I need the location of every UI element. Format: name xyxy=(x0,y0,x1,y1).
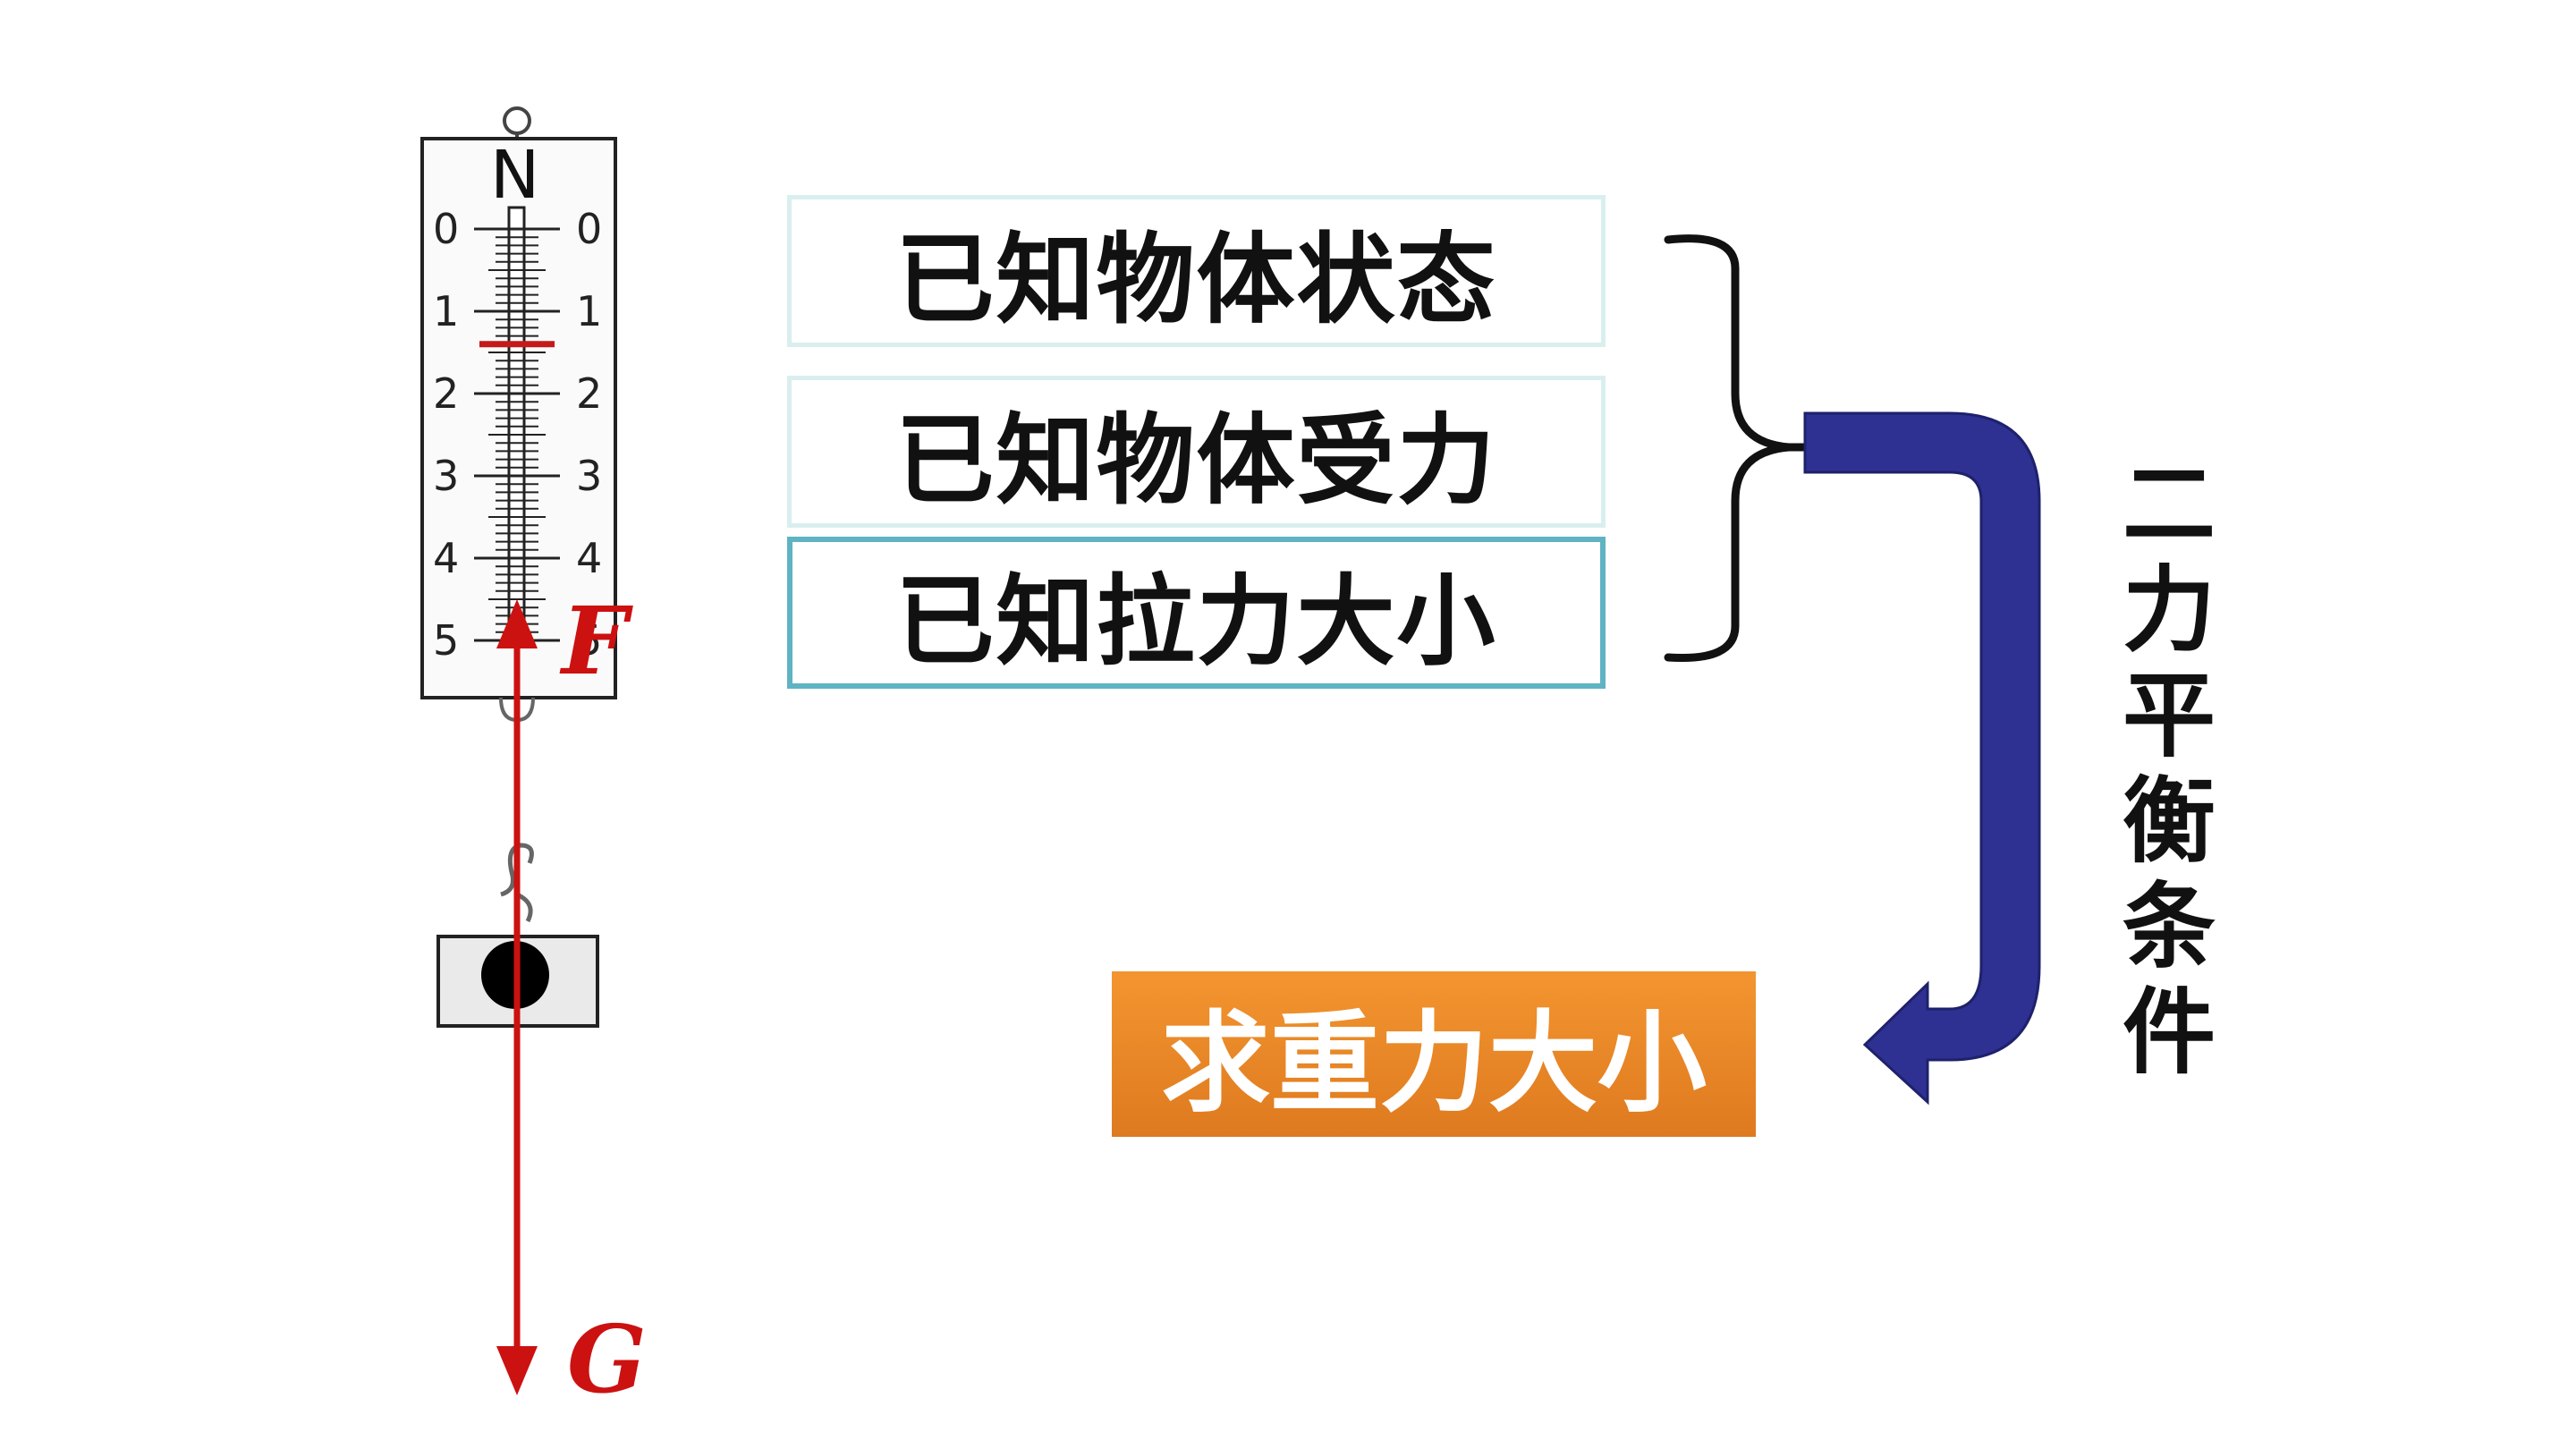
condition-char: 件 xyxy=(2122,978,2216,1087)
force-G-arrowhead xyxy=(496,1346,538,1395)
find-weight-box: 求重力大小 xyxy=(1112,971,1756,1137)
condition-char: 力 xyxy=(2122,555,2216,665)
right-scale-number: 4 xyxy=(576,534,603,582)
condition-char: 衡 xyxy=(2122,767,2216,876)
known-forces-box: 已知物体受力 xyxy=(787,376,1606,528)
right-scale-number: 2 xyxy=(576,369,603,418)
force-G-label: G xyxy=(567,1304,647,1414)
left-scale-number: 1 xyxy=(433,287,460,335)
grouping-brace xyxy=(1664,234,1790,663)
right-scale-number: 1 xyxy=(576,287,603,335)
condition-char: 平 xyxy=(2122,661,2216,770)
right-scale-number: 5 xyxy=(576,616,603,665)
force-F-arrowhead xyxy=(496,599,538,648)
force-F-label: F xyxy=(562,586,628,696)
hanging-ring xyxy=(503,106,531,135)
left-scale-number: 5 xyxy=(433,616,460,665)
known-tension-box: 已知拉力大小 xyxy=(787,537,1606,689)
left-scale-number: 0 xyxy=(433,205,460,253)
unit-label: N xyxy=(490,137,540,214)
left-scale-number: 4 xyxy=(433,534,460,582)
condition-char: 二 xyxy=(2122,450,2216,559)
known-state-box: 已知物体状态 xyxy=(787,195,1606,347)
left-scale-number: 3 xyxy=(433,452,460,500)
two-force-balance-label: 二 力 平 衡 条 件 xyxy=(2115,452,2223,1085)
condition-char: 条 xyxy=(2122,872,2216,981)
right-scale-number: 3 xyxy=(576,452,603,500)
flow-arrow xyxy=(1803,411,2041,1106)
right-scale-number: 0 xyxy=(576,205,603,253)
left-scale-number: 2 xyxy=(433,369,460,418)
